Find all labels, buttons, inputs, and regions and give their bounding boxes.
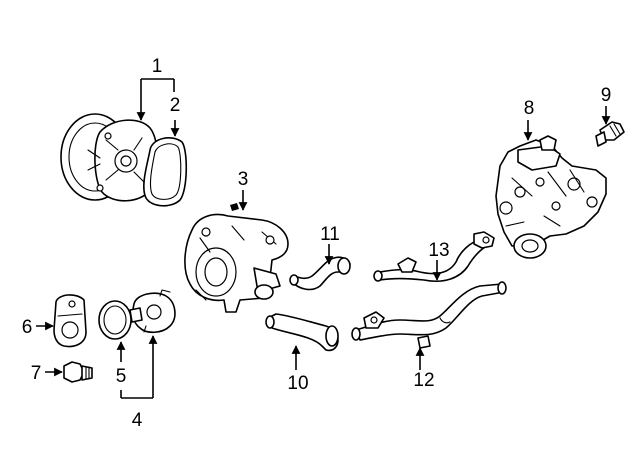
callout-5: 5 bbox=[116, 366, 127, 387]
part-6-outlet-cover[interactable] bbox=[53, 294, 87, 348]
part-8-coolant-manifold[interactable] bbox=[495, 135, 607, 259]
callout-3: 3 bbox=[238, 169, 249, 190]
callout-11: 11 bbox=[320, 224, 340, 245]
part-5-o-ring[interactable] bbox=[98, 300, 132, 340]
thermostat[interactable] bbox=[129, 289, 176, 334]
part-7-bolt[interactable] bbox=[63, 361, 93, 383]
part-3-thermostat-housing[interactable] bbox=[184, 203, 289, 313]
callout-13: 13 bbox=[428, 240, 449, 261]
callout-12: 12 bbox=[413, 370, 434, 391]
callout-6: 6 bbox=[22, 317, 33, 338]
callout-2: 2 bbox=[170, 95, 181, 116]
callout-1: 1 bbox=[152, 56, 163, 77]
callout-4: 4 bbox=[132, 410, 143, 431]
callout-8: 8 bbox=[524, 98, 535, 119]
part-2-pump-gasket[interactable] bbox=[143, 137, 188, 207]
part-11-hose[interactable] bbox=[289, 256, 351, 291]
callout-9: 9 bbox=[601, 85, 612, 106]
part-1-water-pump[interactable] bbox=[60, 113, 159, 202]
callout-10: 10 bbox=[287, 373, 308, 394]
leader-lines bbox=[36, 78, 611, 399]
part-13-bypass-pipe[interactable] bbox=[373, 231, 495, 282]
part-10-hose[interactable] bbox=[265, 313, 339, 352]
part-9-temp-sensor[interactable] bbox=[595, 121, 625, 147]
callout-7: 7 bbox=[31, 363, 42, 384]
part-12-coolant-pipe[interactable] bbox=[351, 281, 507, 349]
